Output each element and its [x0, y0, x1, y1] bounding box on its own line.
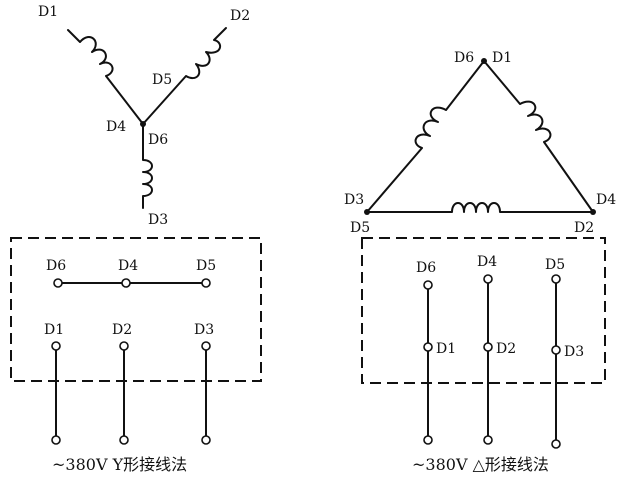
delta-label-d6: D6 — [454, 50, 474, 66]
star-terminal-d1 — [51, 341, 61, 351]
delta-box-label-d2: D2 — [496, 341, 516, 357]
delta-label-d4: D4 — [596, 192, 616, 208]
delta-terminal-box — [361, 237, 606, 384]
delta-label-d1: D1 — [492, 50, 512, 66]
delta-connection-diagram: D6 D1 D3 D5 D4 D2 D6 D4 D5 D1 D2 D3 ~380… — [344, 50, 616, 474]
delta-winding-bottom — [366, 202, 594, 213]
star-terminal-d3 — [201, 341, 211, 351]
delta-terminal-d3 — [551, 345, 561, 355]
delta-terminal-d4 — [483, 274, 493, 284]
star-terminal-d2 — [119, 341, 129, 351]
delta-terminal-d5 — [551, 274, 561, 284]
star-caption: ~380V Y形接线法 — [52, 455, 187, 474]
delta-node-right — [590, 209, 596, 215]
delta-winding-right — [483, 60, 594, 213]
box-label-d4: D4 — [118, 258, 138, 274]
label-d3: D3 — [148, 212, 168, 228]
delta-label-d2: D2 — [574, 220, 594, 236]
delta-supply-terminal-1 — [423, 435, 433, 445]
delta-terminal-d2 — [483, 342, 493, 352]
delta-terminal-d6 — [423, 280, 433, 290]
delta-node-left — [364, 209, 370, 215]
delta-winding-left — [366, 60, 485, 213]
box-label-d2: D2 — [112, 322, 132, 338]
delta-box-label-d4: D4 — [477, 254, 497, 270]
label-d2: D2 — [230, 8, 250, 24]
box-label-d1: D1 — [44, 322, 64, 338]
label-d4: D4 — [106, 119, 126, 135]
star-connection-diagram: D1 D2 D5 D4 D6 D3 D6 D4 D5 D1 D2 D3 ~380… — [10, 4, 262, 474]
label-d6: D6 — [148, 132, 168, 148]
delta-supply-terminal-3 — [551, 439, 561, 449]
winding-d1 — [67, 29, 144, 125]
star-terminal-d6 — [53, 278, 63, 288]
delta-box-label-d6: D6 — [416, 260, 436, 276]
star-supply-terminal-2 — [119, 435, 129, 445]
winding-d2 — [142, 27, 227, 125]
delta-label-d3: D3 — [344, 192, 364, 208]
delta-box-label-d5: D5 — [545, 257, 565, 273]
delta-box-label-d1: D1 — [436, 341, 456, 357]
star-supply-terminal-1 — [51, 435, 61, 445]
delta-box-label-d3: D3 — [564, 344, 584, 360]
delta-terminal-d1 — [423, 342, 433, 352]
star-terminal-d4 — [121, 278, 131, 288]
delta-node-top — [481, 58, 487, 64]
star-terminal-box — [10, 237, 262, 382]
star-terminal-d5 — [201, 278, 211, 288]
delta-supply-terminal-2 — [483, 435, 493, 445]
delta-caption: ~380V △形接线法 — [412, 455, 549, 474]
star-center-node — [140, 121, 146, 127]
star-supply-terminal-3 — [201, 435, 211, 445]
box-label-d5: D5 — [196, 258, 216, 274]
label-d5: D5 — [152, 72, 172, 88]
box-label-d3: D3 — [194, 322, 214, 338]
winding-d3 — [142, 123, 153, 209]
delta-label-d5: D5 — [350, 220, 370, 236]
label-d1: D1 — [38, 4, 58, 20]
box-label-d6: D6 — [46, 258, 66, 274]
